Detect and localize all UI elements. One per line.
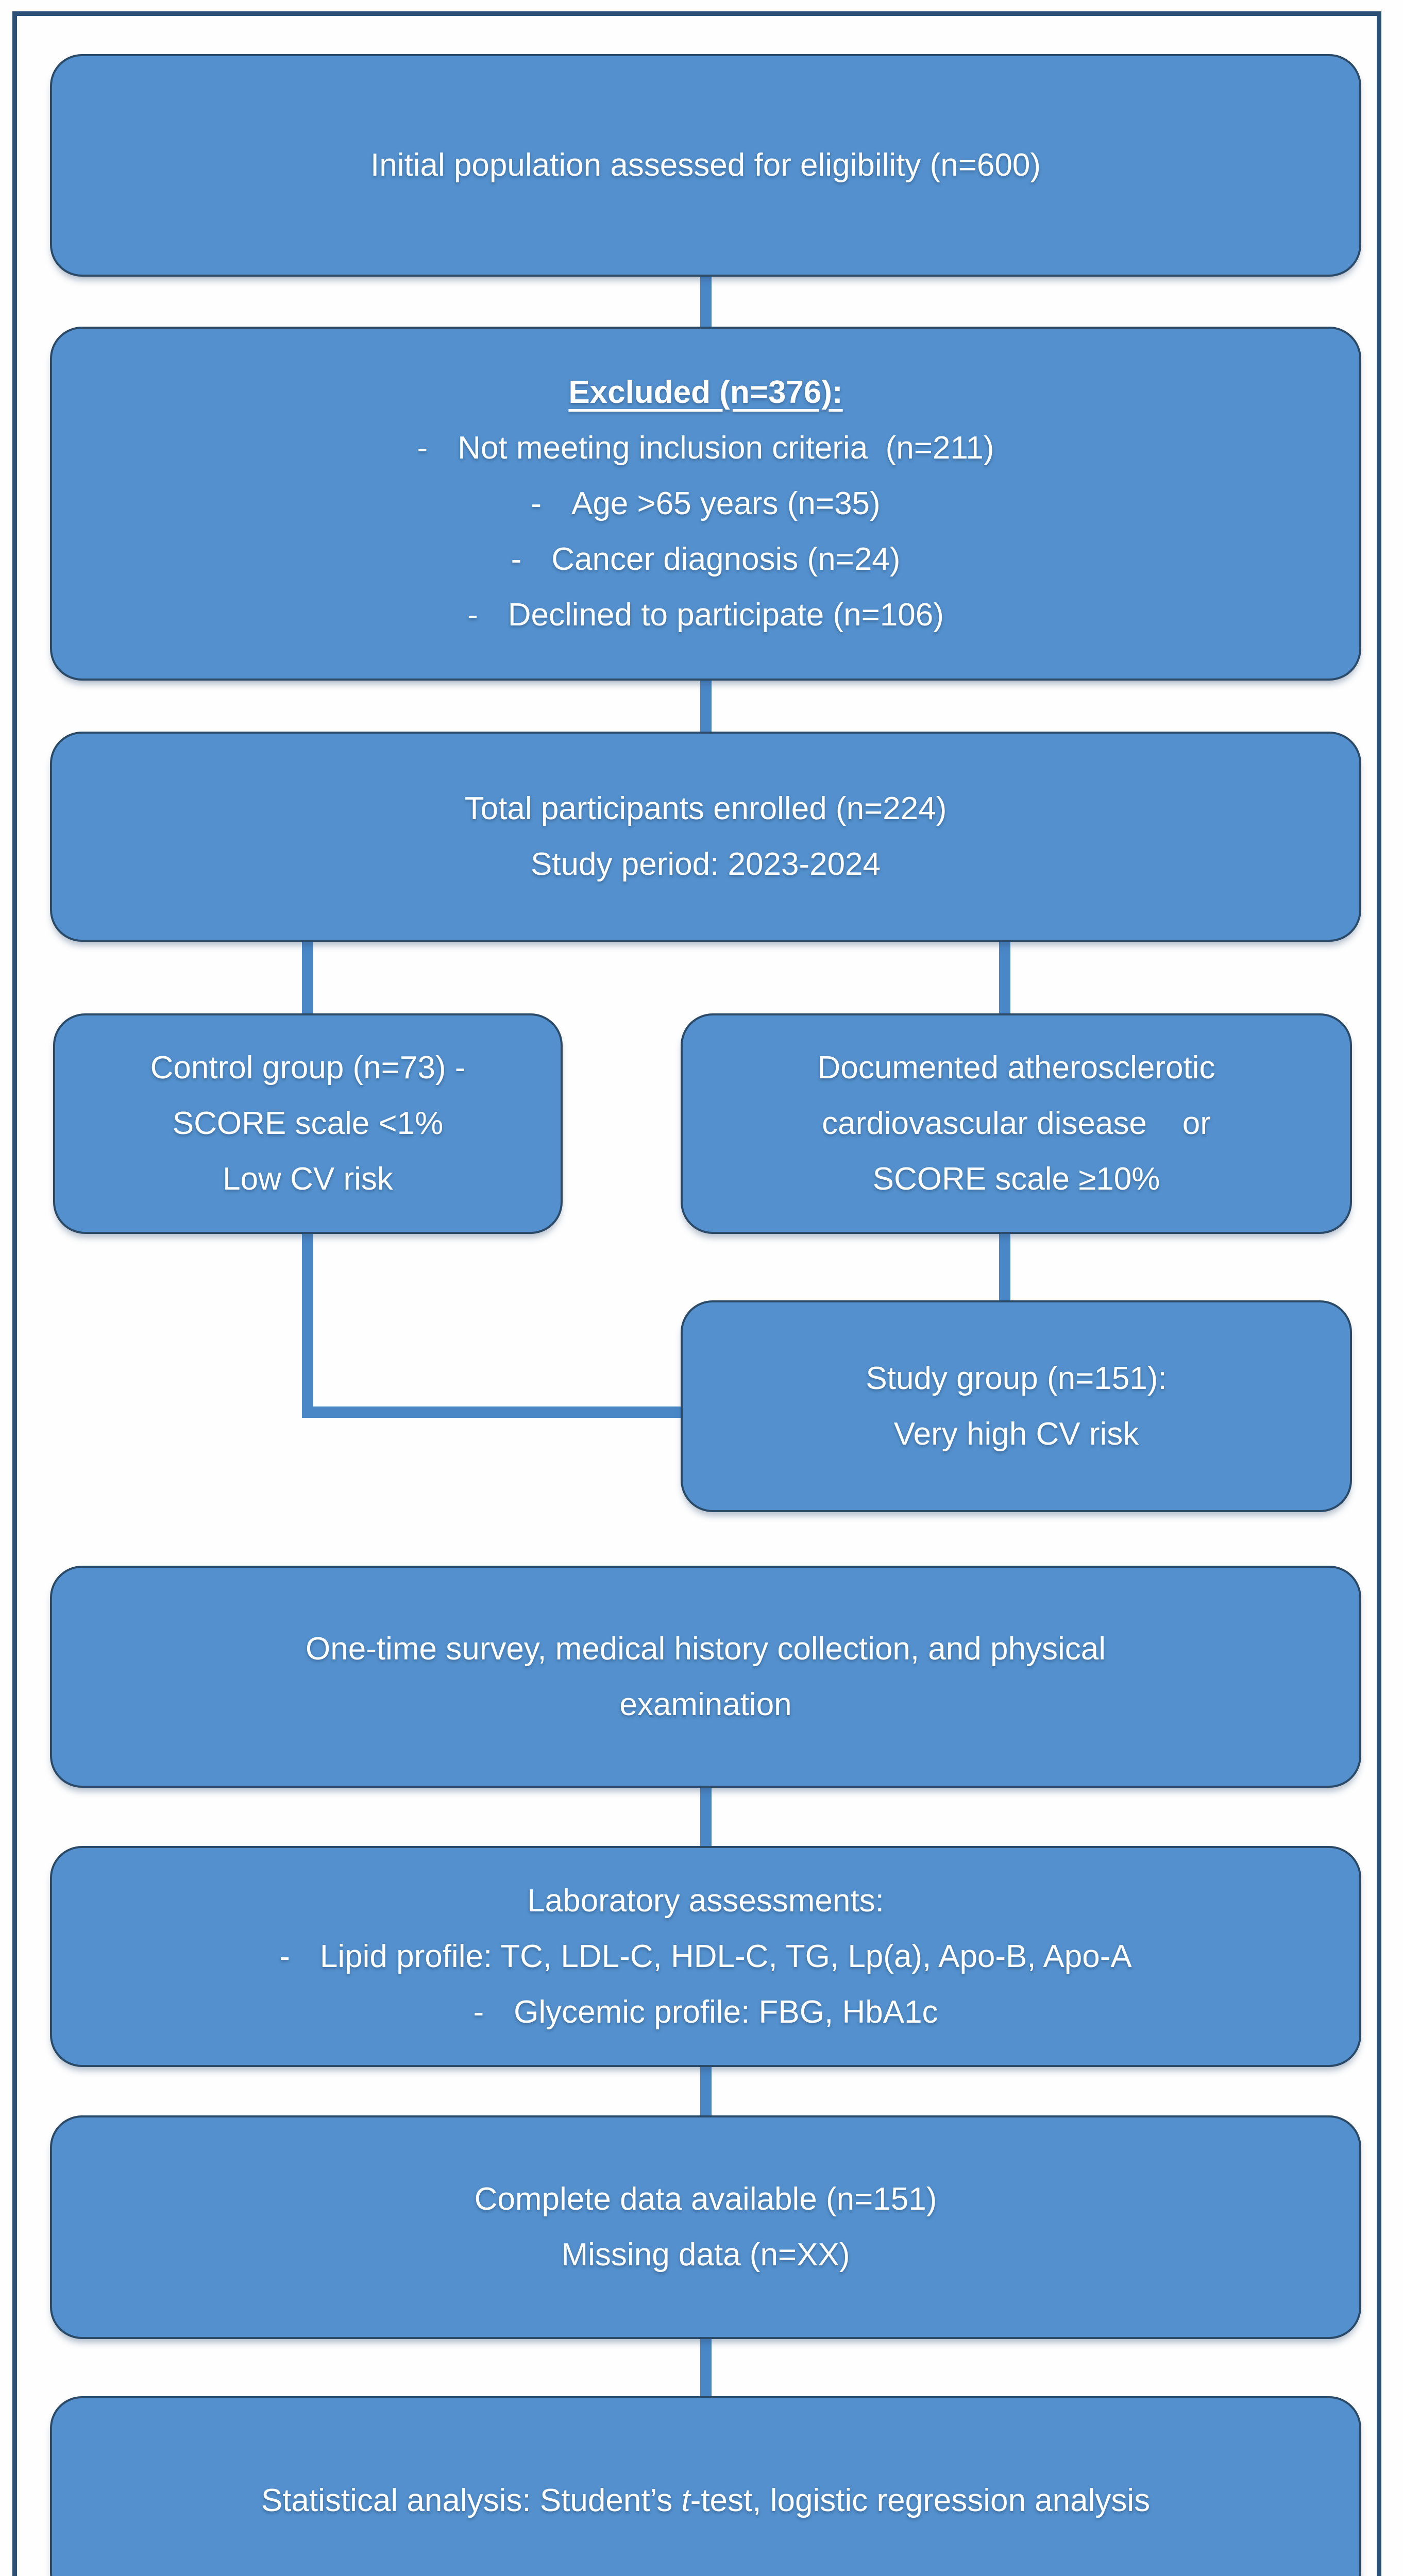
lab-item-text: Lipid profile: TC, LDL-C, HDL-C, TG, Lp(… xyxy=(319,1938,1132,1974)
bullet-dash: - xyxy=(473,1994,484,2030)
connector-survey-to-lab xyxy=(700,1788,712,1848)
connector-initial-to-excluded xyxy=(700,277,712,328)
flow-box-ascvd-criteria: Documented atherosclerotic cardiovascula… xyxy=(681,1013,1352,1234)
flow-box-complete-data: Complete data available (n=151) Missing … xyxy=(50,2115,1361,2339)
flow-box-statistical-analysis: Statistical analysis: Student’s t-test, … xyxy=(50,2396,1361,2576)
box-text-line: cardiovascular disease or xyxy=(822,1106,1211,1141)
flow-box-initial-population: Initial population assessed for eligibil… xyxy=(50,54,1361,277)
box-text-line: Missing data (n=XX) xyxy=(561,2237,850,2273)
box-text-line: Study period: 2023-2024 xyxy=(530,846,881,882)
excluded-item-text: Not meeting inclusion criteria (n=211) xyxy=(458,430,994,466)
flow-box-laboratory-assessments: Laboratory assessments: -Lipid profile: … xyxy=(50,1846,1361,2067)
connector-enrolled-to-ascvd xyxy=(999,942,1010,1015)
box-text-line: One-time survey, medical history collect… xyxy=(306,1631,1106,1667)
lab-heading: Laboratory assessments: xyxy=(527,1883,884,1919)
bullet-dash: - xyxy=(417,430,428,466)
stats-italic-t: t xyxy=(681,2482,690,2518)
lab-item-text: Glycemic profile: FBG, HbA1c xyxy=(514,1994,938,2030)
bullet-dash: - xyxy=(511,541,522,577)
connector-control-elbow-vertical xyxy=(302,1234,313,1418)
excluded-item-text: Declined to participate (n=106) xyxy=(508,597,944,633)
box-text-line: Study group (n=151): xyxy=(866,1360,1167,1396)
box-text-line: Total participants enrolled (n=224) xyxy=(464,791,947,826)
box-text-line: Documented atherosclerotic xyxy=(817,1050,1215,1086)
lab-item: -Lipid profile: TC, LDL-C, HDL-C, TG, Lp… xyxy=(279,1929,1132,1985)
flow-box-enrolled: Total participants enrolled (n=224) Stud… xyxy=(50,732,1361,942)
excluded-item: -Age >65 years (n=35) xyxy=(531,476,880,532)
connector-excluded-to-enrolled xyxy=(700,681,712,733)
lab-item: -Glycemic profile: FBG, HbA1c xyxy=(473,1985,938,2040)
connector-ascvd-to-study xyxy=(999,1234,1010,1302)
connector-complete-to-stats xyxy=(700,2339,712,2398)
stats-text-line: Statistical analysis: Student’s t-test, … xyxy=(261,2473,1150,2529)
excluded-heading: Excluded (n=376): xyxy=(568,374,843,410)
flow-box-survey-examination: One-time survey, medical history collect… xyxy=(50,1566,1361,1788)
excluded-item-text: Age >65 years (n=35) xyxy=(571,485,881,521)
box-text-line: Control group (n=73) - xyxy=(150,1050,466,1086)
box-text-line: SCORE scale ≥10% xyxy=(872,1161,1160,1197)
connector-lab-to-complete xyxy=(700,2067,712,2117)
excluded-item: -Cancer diagnosis (n=24) xyxy=(511,532,901,587)
box-text-line: examination xyxy=(619,1686,792,1722)
connector-enrolled-to-control xyxy=(302,942,313,1015)
bullet-dash: - xyxy=(467,597,478,633)
box-text-line: Very high CV risk xyxy=(893,1416,1139,1452)
bullet-dash: - xyxy=(279,1938,290,1974)
box-text-line: Low CV risk xyxy=(223,1161,393,1197)
flow-box-excluded: Excluded (n=376): -Not meeting inclusion… xyxy=(50,327,1361,681)
stats-prefix: Statistical analysis: Student’s xyxy=(261,2482,682,2518)
stats-suffix: -test, logistic regression analysis xyxy=(690,2482,1151,2518)
excluded-item-text: Cancer diagnosis (n=24) xyxy=(551,541,901,577)
flow-box-control-group: Control group (n=73) - SCORE scale <1% L… xyxy=(53,1013,563,1234)
diagram-outer-frame xyxy=(12,11,1381,2576)
bullet-dash: - xyxy=(531,485,542,521)
box-text-line: SCORE scale <1% xyxy=(172,1106,444,1141)
excluded-item: -Not meeting inclusion criteria (n=211) xyxy=(417,420,994,476)
box-text-line: Initial population assessed for eligibil… xyxy=(370,147,1041,183)
connector-control-elbow-horizontal xyxy=(302,1406,682,1418)
box-text-line: Complete data available (n=151) xyxy=(474,2181,937,2217)
excluded-item: -Declined to participate (n=106) xyxy=(467,587,944,643)
flow-box-study-group: Study group (n=151): Very high CV risk xyxy=(681,1300,1352,1512)
